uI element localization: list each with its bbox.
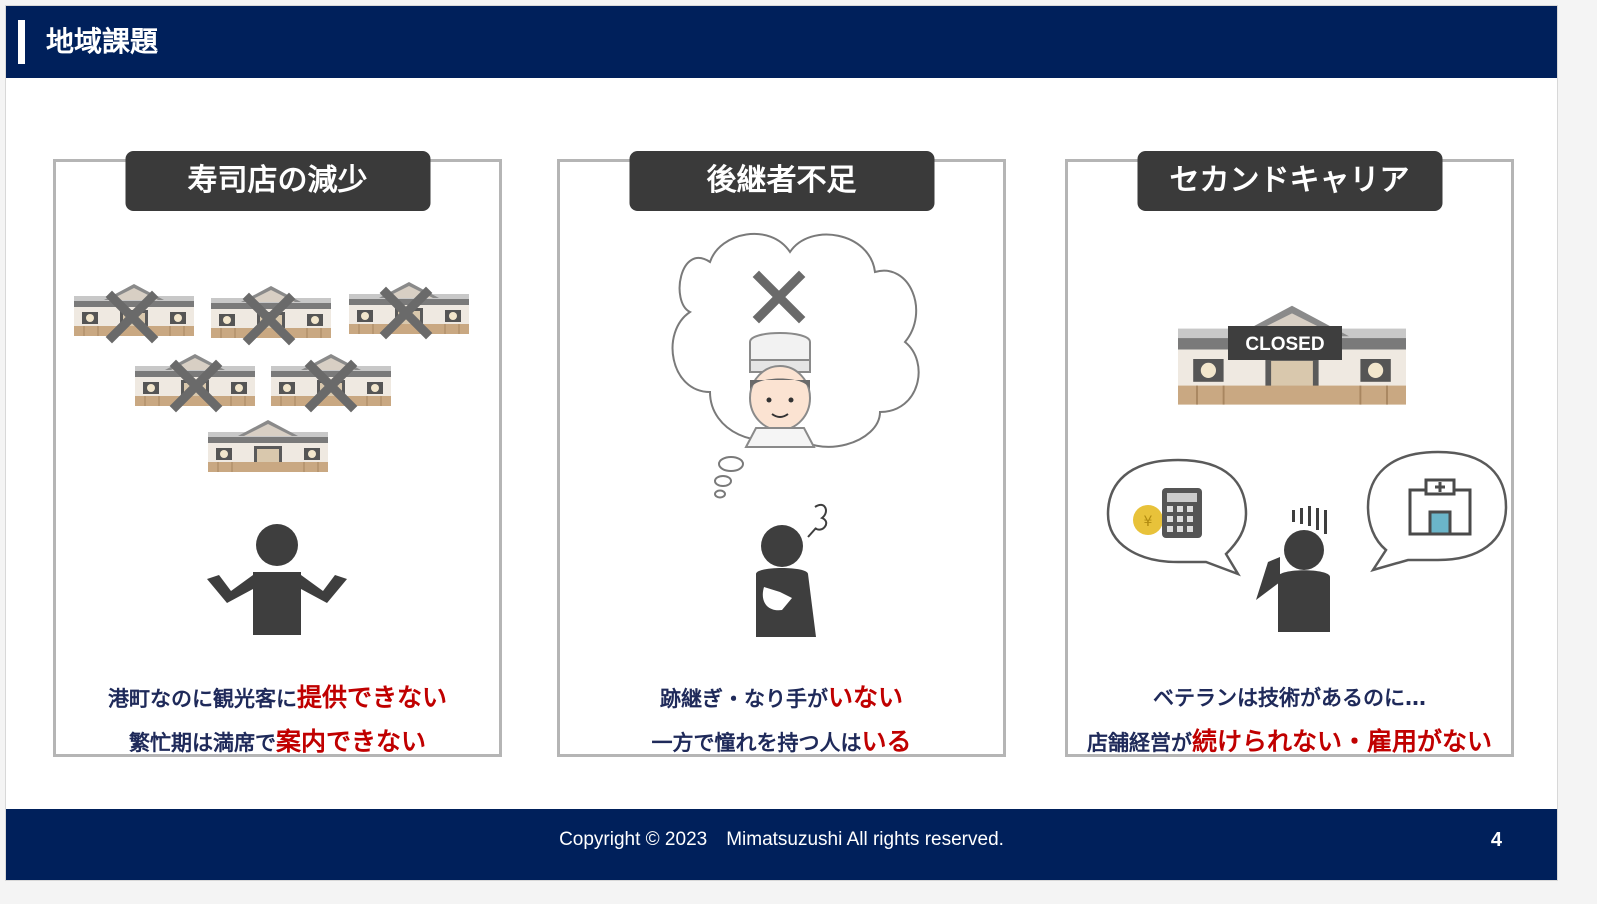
caption-line-1: 跡継ぎ・なり手がいない [560,678,1003,714]
successor-illustration [671,233,920,637]
caption-line-1: ベテランは技術があるのに… [1068,682,1511,712]
closed-sign [1228,326,1342,360]
panel-successor-shortage: 後継者不足 [557,151,1006,758]
header: 地域課題 [6,6,1557,78]
calculator-icon [1162,488,1202,538]
caption-line-1: 港町なのに観光客に提供できない [56,678,499,714]
shrug-person-icon [207,524,347,635]
caption-line-2: 店舗経営が続けられない・雇用がない [1068,722,1511,758]
coin-icon: ¥ [1133,505,1163,535]
panel-title: 寿司店の減少 [125,151,430,211]
panel-shop-decrease: 寿司店の減少 港町なのに観光客に提供できない 繁忙期は満席で案内できない [53,151,502,758]
slide: 地域課題 [5,5,1558,881]
caption-text: 跡継ぎ・なり手が [659,687,828,711]
caption-line-2: 繁忙期は満席で案内できない [56,722,499,758]
panel-title: セカンドキャリア [1137,151,1442,211]
caption-text: 店舗経営が [1086,731,1192,755]
caption-line-2: 一方で憧れを持つ人はいる [560,722,1003,758]
footer: Copyright © 2023 Mimatsuzushi All rights… [6,809,1557,880]
hospital-icon [1408,478,1472,536]
page-title: 地域課題 [46,25,159,58]
caption-highlight: 提供できない [296,683,447,712]
page-number: 4 [1490,829,1502,851]
second-career-illustration: CLOSED ¥ [1106,304,1508,632]
thinking-person-icon [756,503,828,637]
closed-sign-label: CLOSED [1245,334,1324,355]
caption-highlight: いない [827,683,903,712]
panel-second-career: セカンドキャリア CLOSED ¥ [1065,151,1514,758]
caption-text: ベテランは技術があるのに… [1153,686,1426,710]
caption-highlight: 続けられない・雇用がない [1191,727,1492,756]
chef-icon [744,332,816,448]
caption-highlight: いる [861,727,912,756]
shop-icon [207,419,329,473]
caption-text: 繁忙期は満席で [128,731,276,755]
copyright-text: Copyright © 2023 Mimatsuzushi All rights… [559,829,1004,850]
caption-text: 一方で憧れを持つ人は [651,731,862,755]
shops-illustration [73,281,470,635]
header-accent-bar [18,20,25,64]
caption-text: 港町なのに観光客に [107,687,297,711]
caption-highlight: 案内できない [275,727,426,756]
worried-person-icon [1256,506,1330,632]
svg-text:¥: ¥ [1144,514,1153,530]
panel-title: 後継者不足 [629,151,934,211]
